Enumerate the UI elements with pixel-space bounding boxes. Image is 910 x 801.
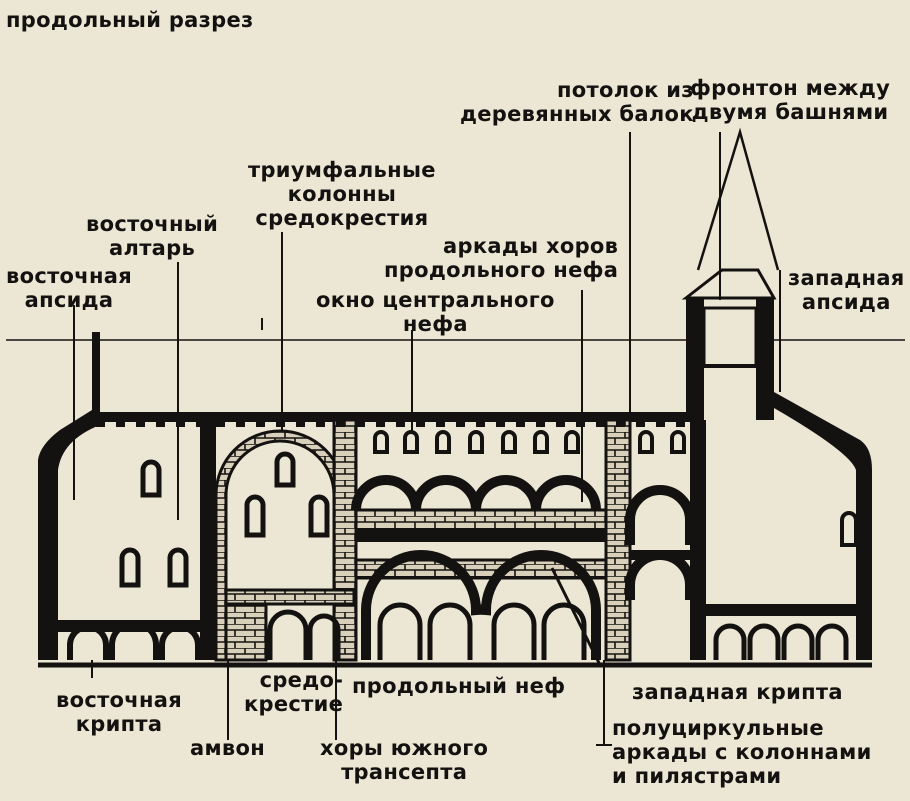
beam-end	[96, 420, 105, 427]
beam-end	[296, 420, 305, 427]
east-apse	[38, 332, 100, 660]
beam-end	[376, 420, 385, 427]
label-ambo: амвон	[190, 736, 266, 760]
beam-end	[616, 420, 625, 427]
beam-end	[656, 420, 665, 427]
beam-end	[256, 420, 265, 427]
nave-arcade	[354, 550, 608, 666]
label-west-crypt: западная крипта	[632, 680, 843, 704]
gallery-arcade	[351, 475, 608, 542]
west-block	[604, 418, 706, 662]
beam-end	[276, 420, 285, 427]
beam-end	[516, 420, 525, 427]
leader-lines	[73, 132, 781, 746]
east-crypt-arches	[67, 620, 201, 660]
beam-end	[136, 420, 145, 427]
west-crypt	[706, 604, 856, 660]
west-apse	[774, 392, 872, 660]
east-wall-pier	[200, 420, 216, 660]
beam-end	[536, 420, 545, 427]
label-nave: продольный неф	[352, 674, 566, 698]
beam-end	[556, 420, 565, 427]
beam-ends	[96, 420, 685, 427]
beam-end	[576, 420, 585, 427]
beam-end	[676, 420, 685, 427]
clerestory-windows	[373, 430, 686, 454]
beam-end	[176, 420, 185, 427]
beam-end	[596, 420, 605, 427]
beam-end	[336, 420, 345, 427]
beam-end	[416, 420, 425, 427]
beam-end	[116, 420, 125, 427]
crossing-gallery	[224, 588, 356, 662]
beam-end	[396, 420, 405, 427]
beam-end	[356, 420, 365, 427]
beam-end	[476, 420, 485, 427]
crossing-windows	[244, 451, 330, 538]
beam-end	[156, 420, 165, 427]
beam-end	[436, 420, 445, 427]
label-crossing: средо-крестие	[244, 668, 344, 716]
east-windows	[119, 459, 189, 588]
beam-end	[316, 420, 325, 427]
beam-end	[456, 420, 465, 427]
beam-end	[196, 420, 205, 427]
beam-end	[236, 420, 245, 427]
west-tower	[681, 127, 780, 420]
beam-end	[496, 420, 505, 427]
beam-end	[216, 420, 225, 427]
ceiling-beams	[92, 412, 696, 422]
beam-end	[636, 420, 645, 427]
diagram-title: продольный разрез	[6, 8, 254, 32]
